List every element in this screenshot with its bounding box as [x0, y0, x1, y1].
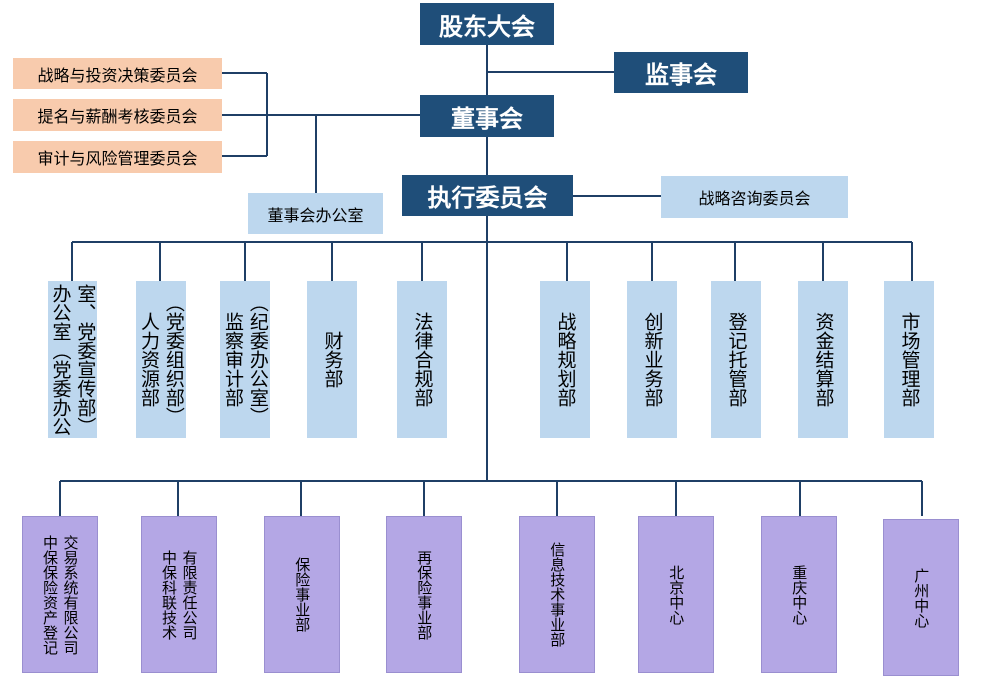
dept-market-management: 市场管理部	[884, 281, 934, 438]
dept-legal-compliance: 法律合规部	[397, 281, 447, 438]
dept-label-group: 室、党委宣传部） 办公室（党委办公	[49, 283, 97, 436]
unit-label-line: 保险事业部	[293, 557, 312, 632]
unit-label-group: 再保险事业部	[415, 549, 434, 640]
unit-technology-company: 有限责任公司 中保科联技术	[141, 516, 217, 673]
dept-label-group: 战略规划部	[554, 312, 577, 407]
unit-label-line: 交易系统有限公司	[61, 534, 80, 655]
dept-label-line: 人力资源部	[138, 312, 160, 407]
board-of-directors-label: 董事会	[451, 104, 523, 133]
unit-label-line: 广州中心	[912, 567, 931, 628]
dept-label-group: 登记托管部	[725, 312, 748, 407]
supervisory-board-label: 监事会	[645, 61, 717, 89]
dept-label-group: 市场管理部	[898, 312, 921, 407]
executive-committee-box: 执行委员会	[402, 175, 573, 216]
unit-label-group: 有限责任公司 中保科联技术	[160, 549, 199, 640]
shareholders-meeting-box: 股东大会	[420, 3, 554, 45]
unit-reinsurance-division: 再保险事业部	[386, 516, 462, 673]
dept-innovation-business: 创新业务部	[627, 281, 677, 438]
board-of-directors-box: 董事会	[420, 95, 554, 137]
dept-human-resources: （党委组织部） 人力资源部	[136, 281, 186, 438]
unit-label-line: 中保科联技术	[160, 549, 178, 640]
committee-label: 提名与薪酬考核委员会	[37, 107, 198, 126]
dept-label-line: （纪委办公室）	[246, 293, 269, 426]
dept-label-line: 监察审计部	[222, 312, 244, 407]
dept-finance: 财务部	[307, 281, 357, 438]
dept-general-office: 室、党委宣传部） 办公室（党委办公	[48, 281, 97, 438]
unit-label-line: 信息技术事业部	[548, 542, 567, 647]
dept-label-line: 战略规划部	[554, 312, 577, 407]
unit-label-group: 北京中心	[667, 564, 686, 625]
unit-label-group: 交易系统有限公司 中保保险资产登记	[41, 534, 80, 655]
unit-label-line: 中保保险资产登记	[41, 534, 59, 655]
unit-label-group: 重庆中心	[790, 564, 809, 625]
unit-label-group: 广州中心	[912, 567, 931, 628]
dept-label-line: 法律合规部	[411, 312, 434, 407]
unit-label-group: 保险事业部	[293, 557, 312, 632]
strategy-advisory-committee-box: 战略咨询委员会	[661, 176, 848, 218]
dept-registration-custody: 登记托管部	[711, 281, 761, 438]
committee-strategy-investment: 战略与投资决策委员会	[13, 58, 222, 89]
dept-label-group: 创新业务部	[641, 312, 664, 407]
strategy-advisory-committee-label: 战略咨询委员会	[698, 189, 811, 208]
board-office-label: 董事会办公室	[267, 205, 364, 225]
committee-nomination-remuneration: 提名与薪酬考核委员会	[13, 99, 222, 131]
dept-label-line: 办公室（党委办公	[49, 283, 72, 436]
committee-label: 审计与风险管理委员会	[37, 149, 198, 168]
dept-label-group: 资金结算部	[812, 312, 835, 407]
supervisory-board-box: 监事会	[614, 52, 748, 93]
unit-beijing-center: 北京中心	[638, 516, 714, 673]
unit-label-group: 信息技术事业部	[548, 542, 567, 647]
board-office-box: 董事会办公室	[248, 193, 383, 234]
unit-asset-registration-company: 交易系统有限公司 中保保险资产登记	[22, 516, 98, 673]
executive-committee-label: 执行委员会	[427, 184, 548, 212]
unit-insurance-division: 保险事业部	[264, 516, 340, 673]
unit-label-line: 重庆中心	[790, 564, 809, 625]
dept-label-group: 财务部	[321, 331, 344, 388]
dept-label-line: 资金结算部	[812, 312, 835, 407]
dept-label-group: 法律合规部	[411, 312, 434, 407]
dept-fund-settlement: 资金结算部	[798, 281, 848, 438]
committee-label: 战略与投资决策委员会	[37, 65, 198, 85]
unit-label-line: 有限责任公司	[180, 549, 199, 640]
unit-label-line: 北京中心	[667, 564, 686, 625]
unit-label-line: 再保险事业部	[415, 549, 434, 640]
shareholders-meeting-label: 股东大会	[439, 12, 535, 41]
dept-label-line: （党委组织部）	[162, 293, 185, 426]
dept-label-line: 财务部	[321, 331, 344, 388]
unit-guangzhou-center: 广州中心	[883, 519, 959, 676]
dept-label-line: 市场管理部	[898, 312, 921, 407]
unit-chongqing-center: 重庆中心	[761, 516, 837, 673]
dept-label-group: （党委组织部） 人力资源部	[138, 293, 185, 426]
committee-audit-risk: 审计与风险管理委员会	[13, 141, 222, 173]
unit-it-division: 信息技术事业部	[519, 516, 595, 673]
dept-label-group: （纪委办公室） 监察审计部	[222, 293, 269, 426]
dept-label-line: 登记托管部	[725, 312, 748, 407]
dept-label-line: 室、党委宣传部）	[74, 283, 97, 436]
dept-label-line: 创新业务部	[641, 312, 664, 407]
dept-strategic-planning: 战略规划部	[540, 281, 590, 438]
dept-supervision-audit: （纪委办公室） 监察审计部	[220, 281, 270, 438]
